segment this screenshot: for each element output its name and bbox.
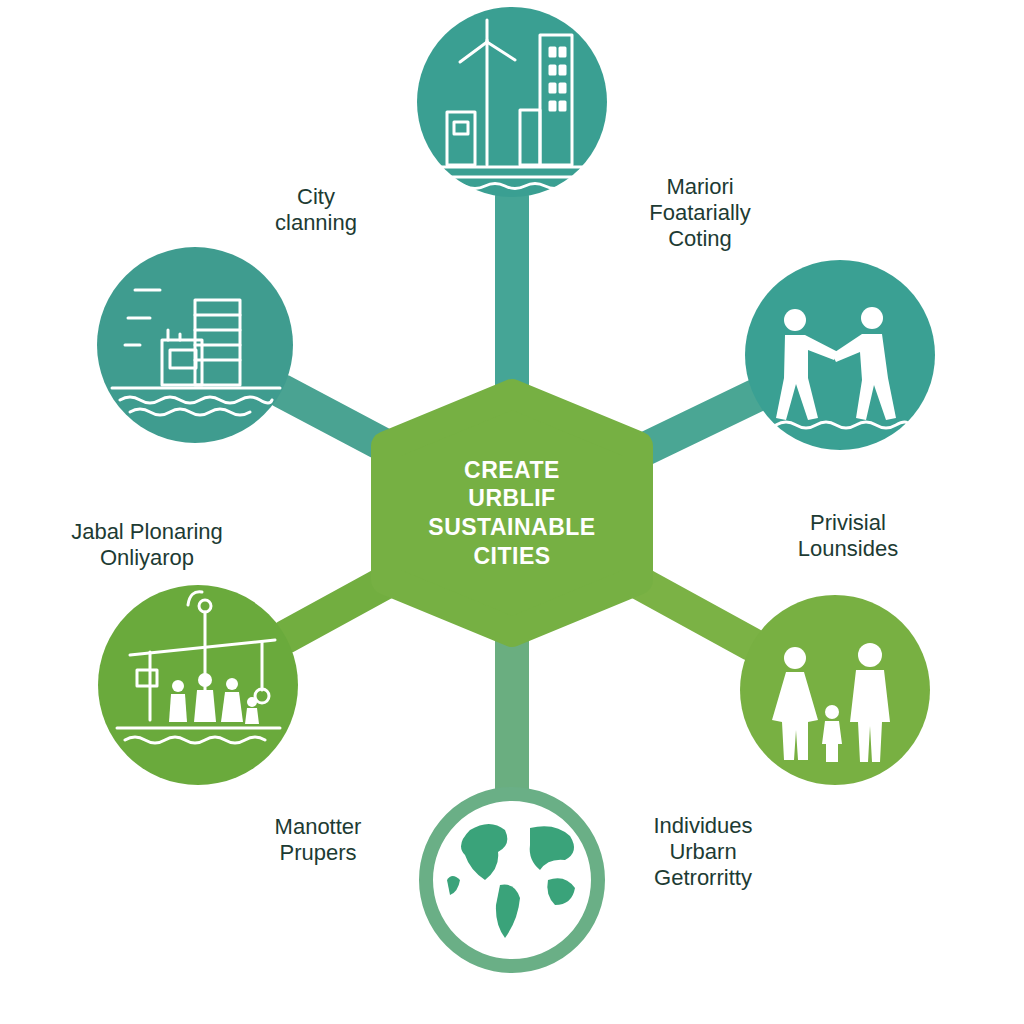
topic-label: Manotter Prupers — [253, 814, 383, 866]
label-holder: Privisial Lounsides — [778, 510, 918, 562]
topic-circle: Privisial Lounsides — [745, 260, 935, 450]
circle-outline — [745, 260, 935, 450]
topic-circle: Jabal Plonaring Onliyarop — [98, 585, 298, 785]
circle-outline — [426, 794, 598, 966]
label-holder: Mariori Foatarially Coting — [625, 174, 775, 252]
topic-label: Privisial Lounsides — [778, 510, 918, 562]
circle-shape — [97, 247, 293, 443]
topic-circle: Manotter Prupers — [419, 787, 605, 973]
city-icon — [432, 20, 592, 189]
topic-circle: City clanning — [97, 247, 293, 443]
topic-label: Individues Urbarn Getrorritty — [628, 813, 778, 891]
circle-shape — [98, 585, 298, 785]
stem-connector — [495, 197, 529, 397]
circle-outline — [740, 595, 930, 785]
topic-circle: Individues Urbarn Getrorritty — [740, 595, 930, 785]
circle-shape — [745, 260, 935, 450]
family-icon — [772, 643, 890, 762]
shelter-icon — [117, 592, 280, 743]
handshake-icon — [776, 307, 896, 420]
waterfront-icon — [112, 290, 280, 415]
circle-shape — [740, 595, 930, 785]
circle-shape — [419, 787, 605, 973]
topic-circle: Mariori Foatarially Coting — [417, 7, 607, 197]
topic-label: Jabal Plonaring Onliyarop — [67, 519, 227, 571]
stem-connector — [495, 629, 529, 794]
circle-outline — [97, 247, 293, 443]
hexagon-outline — [386, 394, 638, 632]
circle-shape — [417, 7, 607, 197]
globe-icon — [442, 810, 582, 950]
people-icon — [169, 673, 259, 724]
topic-label: Mariori Foatarially Coting — [625, 174, 775, 252]
topic-label: City clanning — [261, 184, 371, 236]
label-holder: Jabal Plonaring Onliyarop — [67, 519, 227, 571]
label-holder: City clanning — [261, 184, 371, 236]
hexagon-shape — [362, 378, 662, 648]
hub-title: CREATE URBLIF SUSTAINABLE CITIES — [417, 456, 607, 571]
circle-outline — [417, 7, 607, 197]
label-holder: Manotter Prupers — [253, 814, 383, 866]
hub-hexagon: CREATE URBLIF SUSTAINABLE CITIES — [362, 378, 662, 648]
circle-outline — [98, 585, 298, 785]
wave-mark — [776, 422, 910, 428]
label-holder: Individues Urbarn Getrorritty — [628, 813, 778, 891]
